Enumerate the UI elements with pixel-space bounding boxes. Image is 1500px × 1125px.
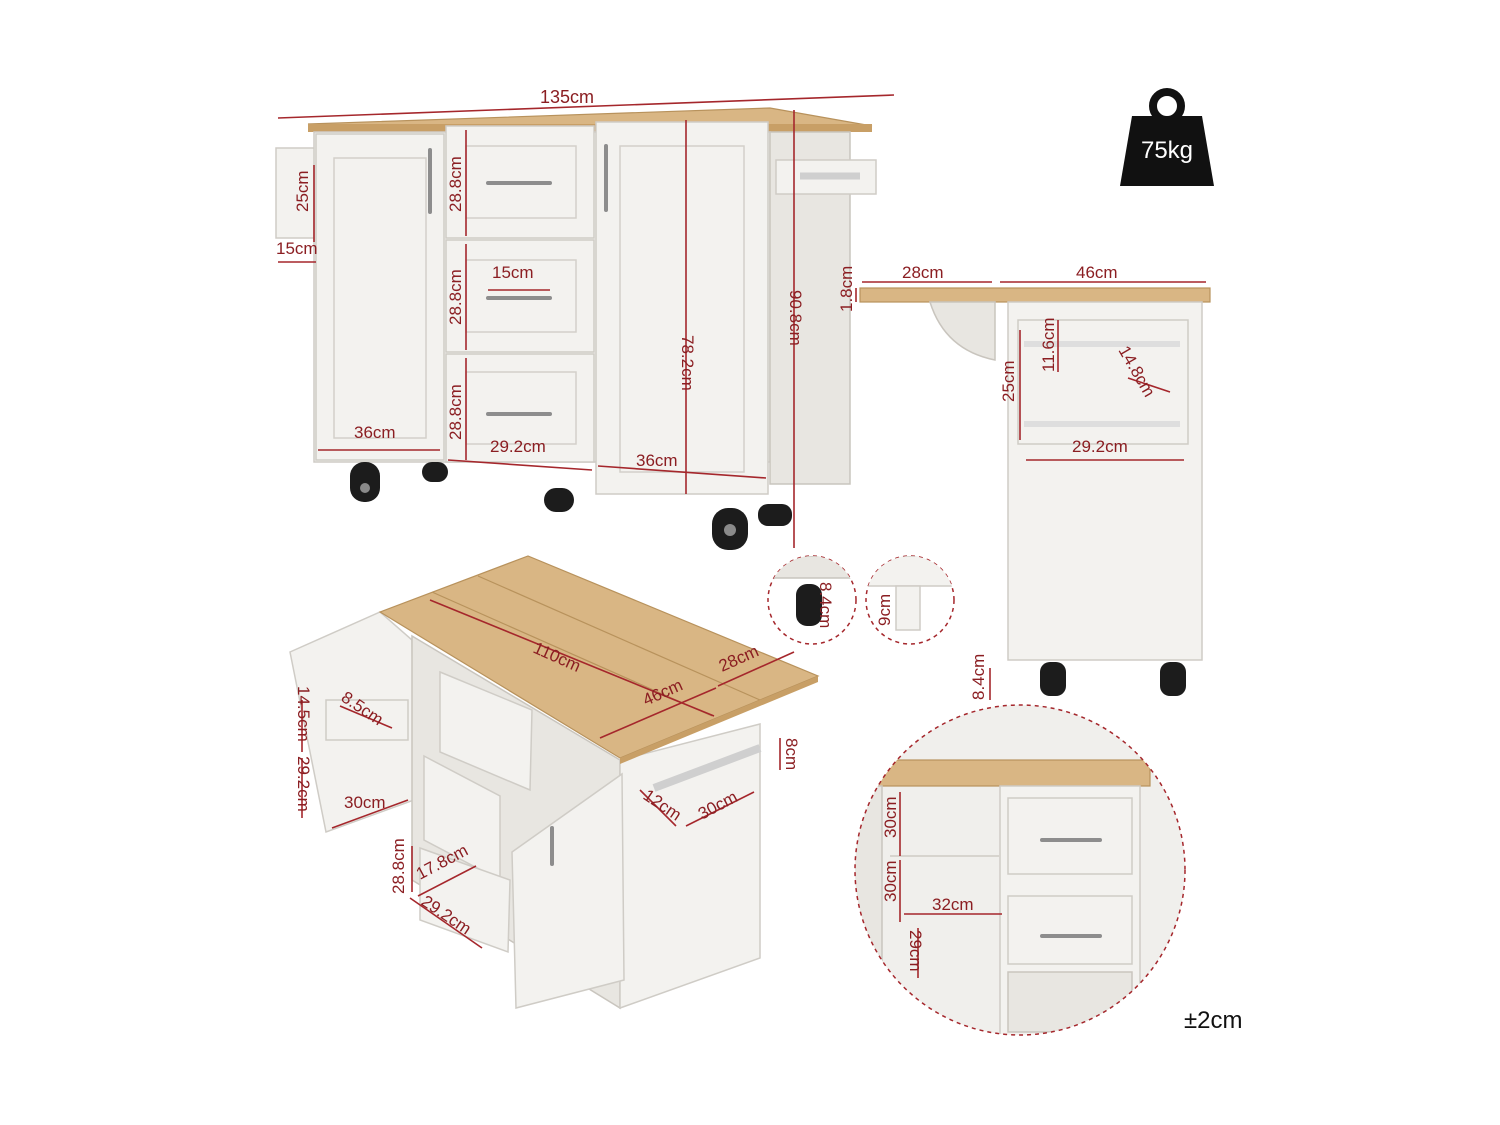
- dim-right-door-width: 36cm: [636, 451, 678, 470]
- dim-drawer-height-1: 28.8cm: [446, 156, 465, 212]
- dim-door-lower-height: 29.2cm: [294, 756, 313, 812]
- interior-detail: 30cm 30cm 32cm 29cm: [854, 704, 1186, 1036]
- dim-towel-bar-height: 8cm: [782, 738, 801, 770]
- dim-total-height: 90.8cm: [786, 290, 805, 346]
- side-leaf-bracket: [928, 301, 996, 361]
- dim-ground-clearance: 8.4cm: [969, 654, 988, 700]
- towel-rack-left: [275, 147, 319, 239]
- right-door: [595, 121, 769, 495]
- weight-label: 75kg: [1141, 137, 1193, 164]
- left-door: [315, 133, 445, 461]
- dim-interior-upper-height: 30cm: [881, 796, 900, 838]
- front-dimension-lines: [277, 94, 895, 548]
- door-shelf-upper: [325, 699, 409, 741]
- interior-dimension-lines: [899, 792, 1002, 978]
- dim-door-shelf-width: 30cm: [344, 793, 386, 812]
- dim-side-leaf-width: 28cm: [902, 263, 944, 282]
- dim-rack-height: 25cm: [999, 360, 1018, 402]
- dim-drawer-height-2: 28.8cm: [446, 269, 465, 325]
- perspective-drawer-3: [419, 846, 511, 954]
- dim-total-width: 135cm: [540, 87, 594, 107]
- dim-handle-length: 15cm: [492, 263, 534, 282]
- tolerance-label: ±2cm: [1184, 1007, 1243, 1034]
- dim-perspective-drawer-height: 28.8cm: [389, 838, 408, 894]
- front-view: 135cm 25cm 15cm 28.8cm 28.8cm 28.8cm 15c…: [275, 87, 895, 550]
- dim-side-top-depth: 46cm: [1076, 263, 1118, 282]
- side-countertop: [859, 287, 1211, 303]
- dim-top-thickness: 1.8cm: [837, 266, 856, 312]
- dim-wheel-height: 8.4cm: [816, 582, 835, 628]
- dim-door-height: 78.2cm: [678, 335, 697, 391]
- dim-foot-height: 9cm: [875, 594, 894, 626]
- perspective-towel-bar: [652, 744, 762, 792]
- foot-detail: 9cm: [865, 555, 955, 645]
- dim-rack-width: 29.2cm: [1072, 437, 1128, 456]
- dim-left-door-width: 36cm: [354, 423, 396, 442]
- perspective-dimension-lines: [301, 599, 795, 949]
- left-door-panel: [333, 157, 427, 439]
- perspective-body-side: [619, 723, 761, 1010]
- perspective-drawer-1: [439, 670, 533, 792]
- dim-towel-rack-depth: 15cm: [276, 239, 318, 258]
- side-view: 28cm 46cm 1.8cm 11.6cm 25cm 14.8cm 29.2c…: [837, 263, 1211, 700]
- wheel-detail: 8.4cm: [767, 555, 857, 645]
- dim-drawer-width: 29.2cm: [490, 437, 546, 456]
- dim-interior-shelf-width: 32cm: [932, 895, 974, 914]
- perspective-view: 110cm 28cm 46cm 14.5cm 8.5cm 29.2cm 30cm…: [289, 555, 820, 1010]
- side-wheel-right: [1160, 662, 1186, 696]
- open-right-door: [511, 772, 625, 1009]
- weight-icon: 75kg: [1120, 88, 1214, 186]
- dim-interior-shelf-depth: 29cm: [906, 930, 925, 972]
- dim-towel-rack-height: 25cm: [293, 170, 312, 212]
- side-wheel-left: [1040, 662, 1066, 696]
- side-dimension-lines: [855, 281, 1206, 700]
- front-wheels: [350, 462, 792, 550]
- dim-door-shelf-height: 14.5cm: [294, 686, 313, 742]
- dim-rack-spacing: 11.6cm: [1039, 318, 1058, 373]
- dim-drawer-height-3: 28.8cm: [446, 384, 465, 440]
- dim-interior-lower-height: 30cm: [881, 860, 900, 902]
